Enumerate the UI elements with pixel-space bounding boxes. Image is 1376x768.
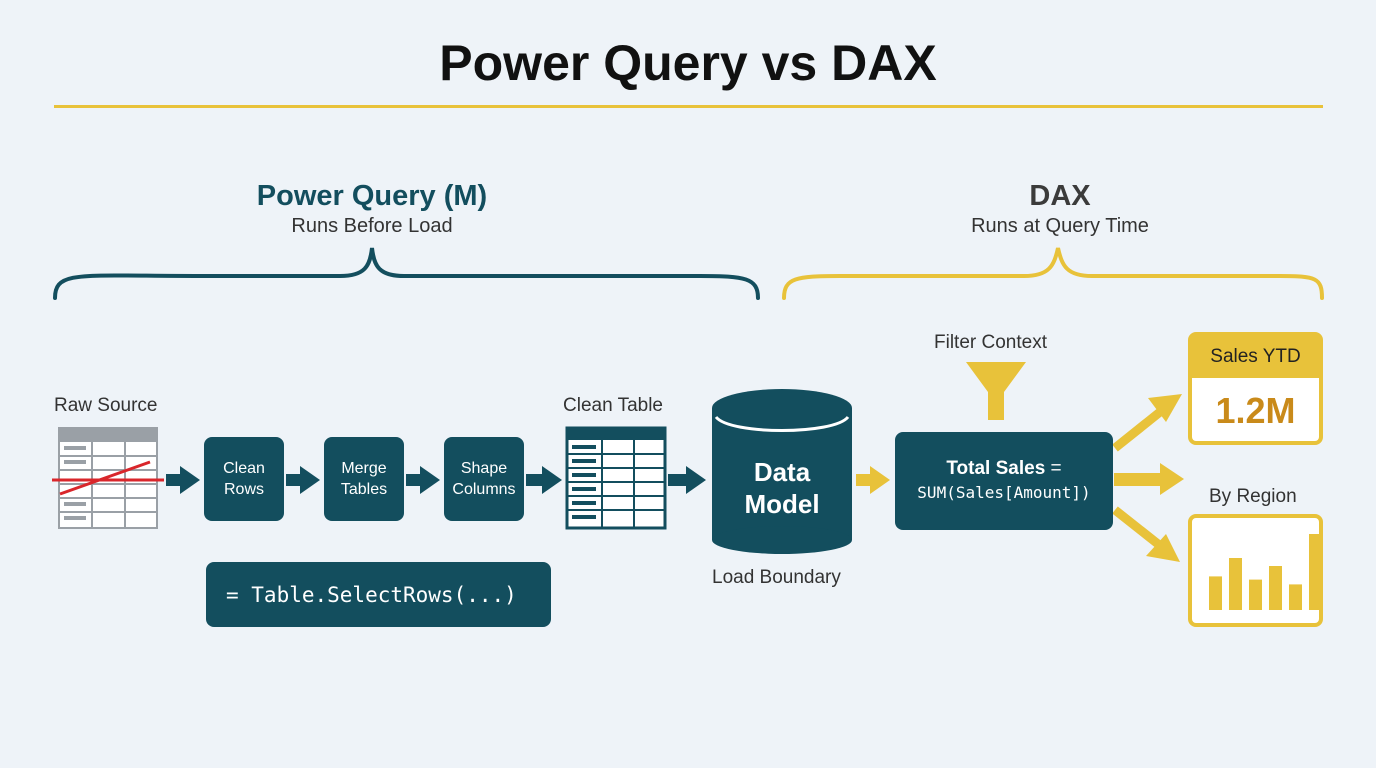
measure-equals: = <box>1045 458 1062 479</box>
arrow-right-icon <box>1112 506 1161 548</box>
clean-table-label: Clean Table <box>563 395 664 416</box>
bar-chart-icon <box>1209 534 1319 610</box>
clean-table-icon <box>565 426 667 530</box>
measure-formula: SUM(Sales[Amount]) <box>917 483 1091 502</box>
region-chart-card <box>1188 514 1323 627</box>
data-model-label: Data Model <box>744 457 820 519</box>
arrow-right-icon <box>1112 408 1163 452</box>
arrow-right-icon <box>166 466 200 494</box>
kpi-card-title: Sales YTD <box>1192 336 1319 378</box>
load-boundary-label: Load Boundary <box>712 567 841 588</box>
region-bar <box>1269 566 1282 610</box>
measure-name: Total Sales <box>946 458 1046 479</box>
step-clean-rows: Clean Rows <box>204 437 284 521</box>
arrow-right-icon <box>668 466 706 494</box>
arrow-right-icon <box>406 466 440 494</box>
step-shape-columns: Shape Columns <box>444 437 524 521</box>
arrow-right-icon <box>526 466 562 494</box>
power-query-subheading: Runs Before Load <box>291 215 453 237</box>
region-bar <box>1249 579 1262 610</box>
step-label: Merge Tables <box>340 460 388 498</box>
region-bar <box>1209 576 1222 610</box>
raw-source-label: Raw Source <box>54 395 158 416</box>
step-label: Clean Rows <box>223 460 265 498</box>
step-label: Shape Columns <box>452 460 516 498</box>
dax-heading: DAX <box>1029 180 1091 212</box>
arrow-right-icon <box>1114 463 1184 495</box>
arrow-right-icon <box>1148 394 1182 422</box>
funnel-icon <box>966 362 1026 420</box>
dax-subheading: Runs at Query Time <box>971 215 1149 237</box>
measure-box: Total Sales = SUM(Sales[Amount]) <box>895 432 1113 530</box>
dax-brace <box>782 247 1324 300</box>
power-query-heading: Power Query (M) <box>256 180 488 212</box>
page-title: Power Query vs DAX <box>439 35 937 91</box>
arrow-right-icon <box>1146 534 1180 562</box>
region-bar <box>1309 534 1319 610</box>
arrow-right-icon <box>286 466 320 494</box>
region-bar <box>1229 558 1242 610</box>
filter-context-label: Filter Context <box>934 332 1047 353</box>
by-region-label: By Region <box>1209 486 1297 507</box>
region-bar <box>1289 584 1302 610</box>
kpi-card: Sales YTD 1.2M <box>1188 332 1323 445</box>
m-code-snippet: = Table.SelectRows(...) <box>206 562 551 627</box>
database-cylinder-icon <box>712 389 852 554</box>
step-merge-tables: Merge Tables <box>324 437 404 521</box>
kpi-value: 1.2M <box>1215 390 1296 431</box>
power-query-brace <box>53 247 760 300</box>
title-divider <box>54 105 1323 108</box>
raw-table-icon <box>52 427 164 529</box>
arrow-right-icon <box>856 466 890 494</box>
